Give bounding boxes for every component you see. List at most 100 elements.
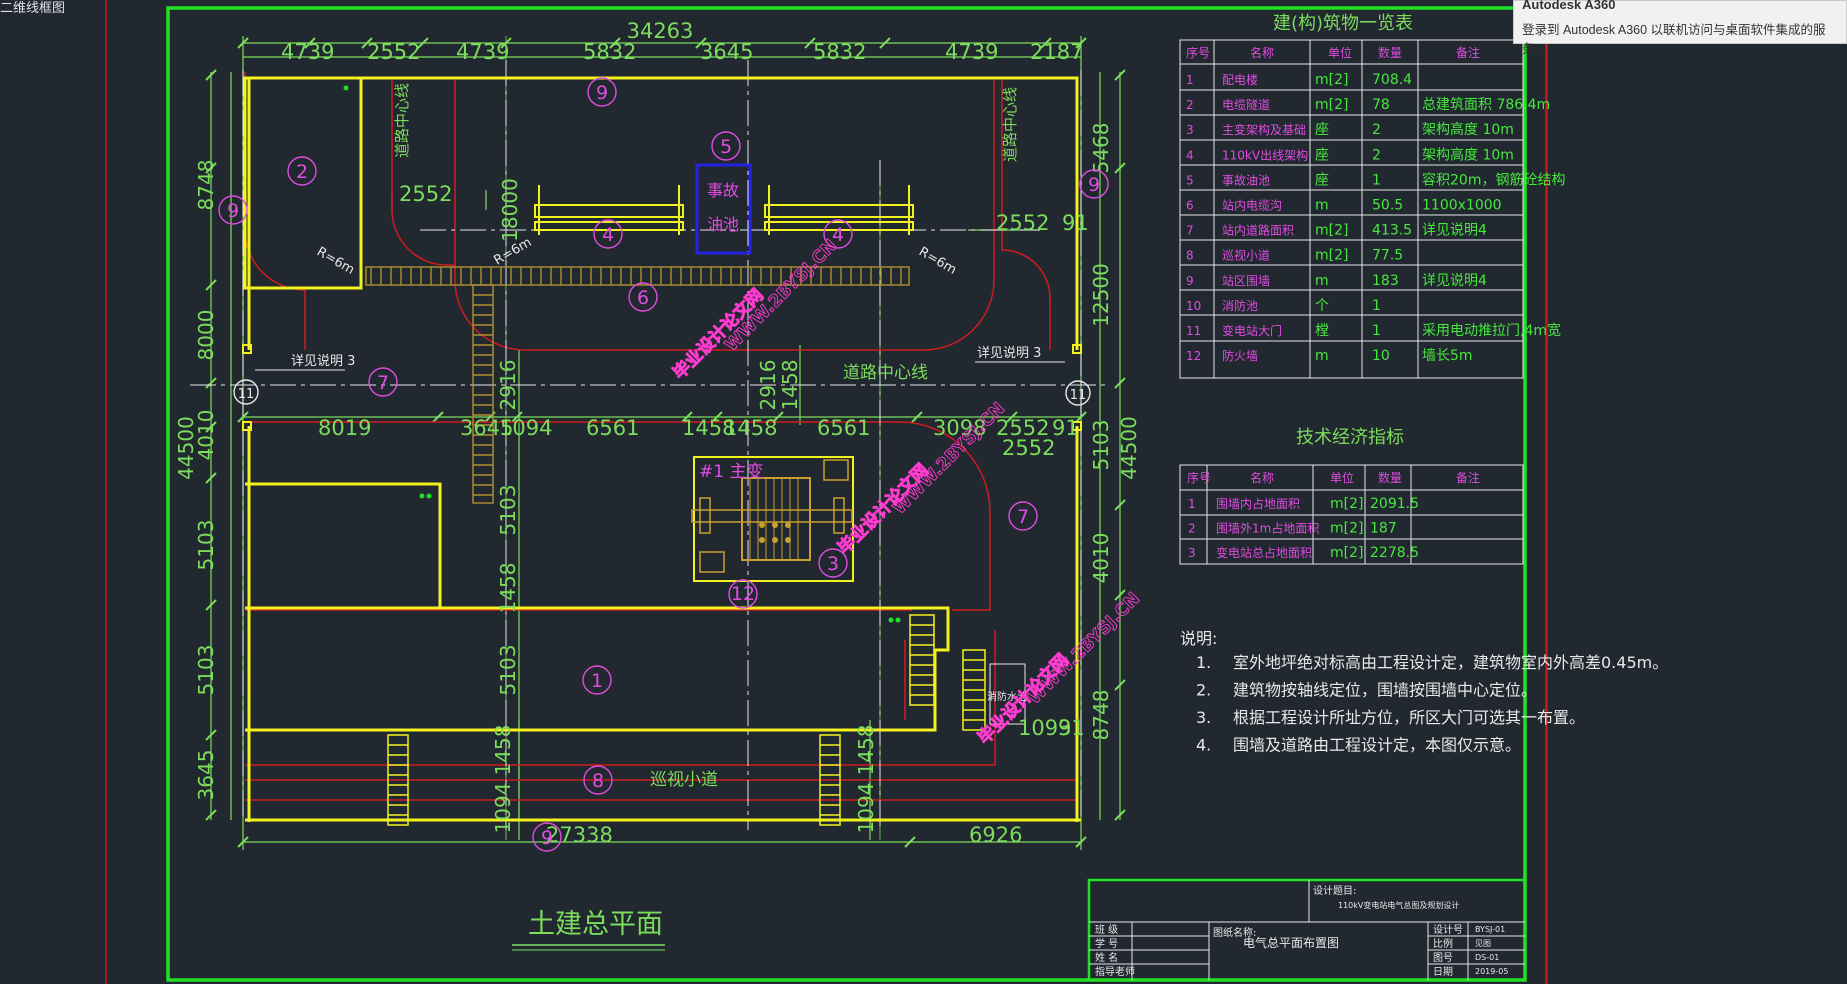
marker: 7 [1017,506,1029,528]
tb-value: BYSJ-01 [1475,925,1505,934]
dim-text: 4010 [194,410,218,461]
dim-text: 2552 [1002,436,1055,460]
table-cell: 个 [1315,298,1329,314]
table-cell: 413.5 [1372,223,1412,239]
note-text: 根据工程设计所址方位，所区大门可选其一布置。 [1233,708,1585,727]
tb-label: 学 号 [1095,937,1118,950]
buildings [243,76,1081,822]
table-cell: m[2] [1315,97,1348,113]
table-cell: 187 [1370,521,1397,537]
fire-pool [989,663,1026,725]
notes: 说明: 1.室外地坪绝对标高由工程设计定，建筑物室内外高差0.45m。2.建筑物… [1180,629,1668,755]
dim-text: 91 [1062,211,1089,235]
table-cell: m [1315,198,1329,214]
table-header: 备注 [1456,470,1480,485]
table-cell: 详见说明4 [1422,223,1487,239]
note-number: 3. [1196,708,1211,727]
table-cell: m [1315,348,1329,364]
table-cell: 183 [1372,273,1399,289]
table-cell: 1 [1372,323,1381,339]
table-header: 备注 [1456,45,1480,60]
dim-text: 5103 [496,485,520,536]
sheet-frame [166,6,1527,982]
tech-table-title: 技术经济指标 [1296,427,1404,448]
dim-text: 1458 [682,416,735,440]
drawing-name-label: 图纸名称: [1213,926,1256,939]
table-cell: 围墙内占地面积 [1216,496,1300,511]
dim-text: 91 [1058,716,1085,740]
table-cell: 防火墙 [1222,348,1258,363]
marker: 5 [720,136,732,158]
building-table-title: 建(构)筑物一览表 [1273,13,1413,34]
table-cell: 消防池 [1222,298,1258,313]
marker: 11 [238,387,255,402]
tb-label: 姓 名 [1095,951,1118,964]
dim-text: 8019 [318,416,371,440]
oil-pit-label-2: 油池 [707,215,739,234]
table-cell: 12 [1186,349,1201,363]
tb-label: 比例 [1433,937,1453,950]
circled-markers [218,77,1109,852]
project-label: 设计题目: [1313,884,1356,897]
notes-heading: 说明: [1180,629,1217,648]
dim-text: 4739 [456,40,509,64]
table-cell: 变电站大门 [1222,323,1282,338]
table-header: 序号 [1186,45,1210,60]
marker: 12 [731,583,755,605]
a360-tooltip[interactable]: Autodesk A360 登录到 Autodesk A360 以联机访问与桌面… [1513,0,1847,56]
dim-text: 3645 [460,416,513,440]
road-centerline-label: 道路中心线 [1001,87,1019,162]
note-text: 室外地坪绝对标高由工程设计定，建筑物室内外高差0.45m。 [1233,653,1668,672]
table-cell: 77.5 [1372,248,1403,264]
table-cell: 4 [1186,148,1194,162]
title-block: 设计题目: 110kV变电站电气总图及规划设计 图纸名称: 电气总平面布置图 班… [1087,878,1527,982]
marker: 8 [592,770,604,792]
dim-text: 6561 [586,416,639,440]
dim-total-height-left: 44500 [174,416,198,480]
table-cell: 电缆隧道 [1222,97,1270,112]
dim-text: 3645 [194,750,218,801]
cable-trench [365,266,910,504]
tb-value: DS-01 [1475,953,1499,962]
table-cell: 围墙外1m占地面积 [1216,521,1319,536]
dim-text: 2552 [996,416,1049,440]
marker: 2 [296,161,308,183]
table-cell: 配电楼 [1222,72,1258,87]
dim-text: 5103 [194,520,218,571]
table-cell: 2 [1186,98,1194,112]
table-cell: 2091.5 [1370,496,1419,512]
table-cell: 事故油池 [1222,172,1270,187]
dim-text: 1458 [854,725,878,776]
tb-label: 班 级 [1095,924,1118,936]
table-cell: 巡视小道 [1222,248,1270,263]
table-cell: 站内电缆沟 [1222,199,1282,213]
dimension-ticks [205,37,1126,848]
dim-text: 5832 [813,40,866,64]
dim-text: 4739 [281,40,334,64]
table-cell: m[2] [1315,223,1348,239]
marker: 9 [1088,174,1100,196]
table-header: 单位 [1330,470,1354,485]
table-cell: 2 [1188,522,1196,536]
table-cell: 容积20m，钢筋砼结构 [1422,171,1565,188]
tb-value: 见图 [1475,939,1491,948]
table-cell: 1 [1372,172,1381,188]
site-plan: 事故 油池 #1 主变 消防水池 [174,19,1145,951]
marker: 3 [827,553,839,575]
see-note-label: 详见说明 3 [291,354,355,369]
table-cell: m[2] [1330,545,1363,561]
marker: 1 [591,670,603,692]
dim-text: 2552 [996,211,1049,235]
table-cell: 2 [1372,122,1381,138]
marker: 9 [541,827,553,849]
table-cell: 2 [1372,147,1381,163]
viewport-label[interactable]: 二维线框图 [0,1,66,16]
dim-text: 5468 [1089,123,1113,174]
marker: 4 [602,224,614,246]
dim-text: 1458 [491,725,515,776]
dim-text: 1093 [1018,716,1071,740]
table-cell: 10 [1372,348,1390,364]
table-cell: 樘 [1315,323,1329,339]
